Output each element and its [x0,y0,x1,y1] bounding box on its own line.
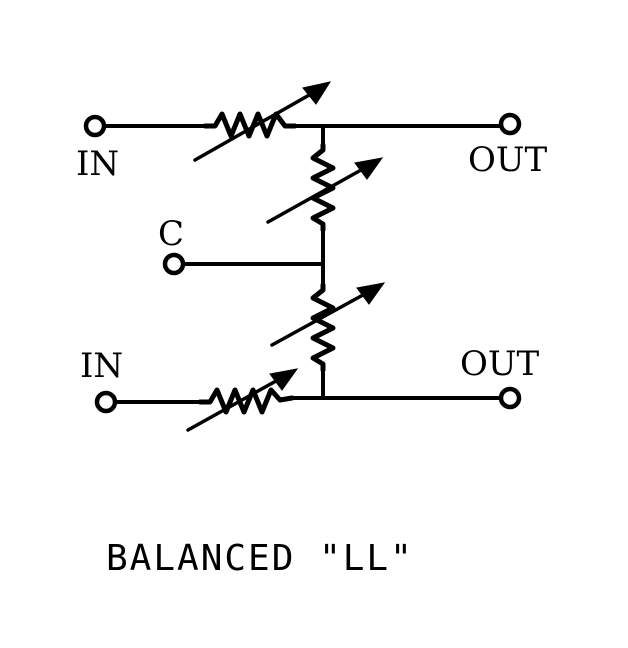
top-line [83,81,522,162]
in-top-label: IN [76,144,119,184]
upper-shunt-resistor [310,142,336,233]
lower-shunt-arrow [270,282,386,347]
in-bottom-terminal [94,390,118,414]
bottom-series-arrow [186,368,299,432]
bottom-series-resistor [197,387,295,415]
common-line [162,252,325,276]
diagram-caption: BALANCED "LL" [106,538,414,579]
top-series-arrow [193,81,332,162]
shunt-branch [266,124,386,400]
out-top-label: OUT [468,140,548,180]
upper-shunt-arrow [266,157,384,224]
out-bottom-label: OUT [460,344,540,384]
bottom-line [94,368,522,432]
common-label: C [158,214,184,254]
lower-shunt-resistor [310,282,336,373]
out-top-terminal [498,112,522,136]
common-terminal [162,252,186,276]
in-top-terminal [83,114,107,138]
out-bottom-terminal [498,386,522,410]
in-bottom-label: IN [80,346,123,386]
top-series-resistor [202,111,298,139]
